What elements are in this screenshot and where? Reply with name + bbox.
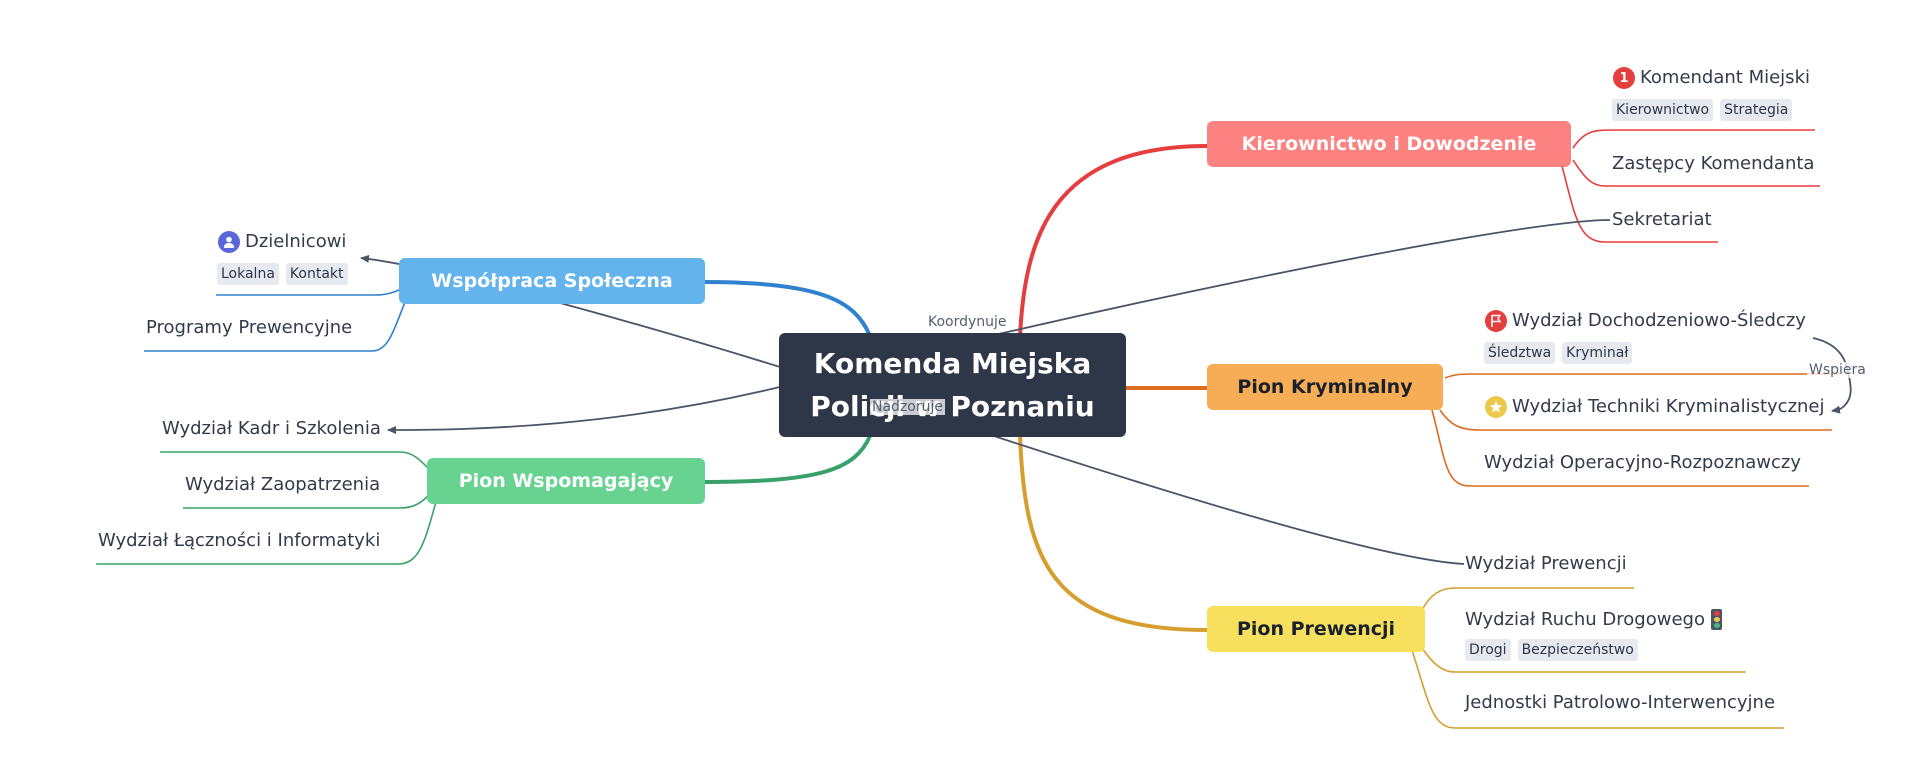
leaf-wydzial-zaopatrzenia[interactable]: Wydział Zaopatrzenia (185, 474, 381, 495)
flag-icon (1485, 310, 1507, 332)
leaf-sekretariat[interactable]: Sekretariat (1612, 209, 1712, 230)
root-node[interactable]: Komenda Miejska Policji w Poznaniu (779, 333, 1126, 437)
branch-node-prewencji[interactable]: Pion Prewencji (1207, 606, 1425, 652)
priority-1-icon: 1 (1613, 67, 1635, 89)
leaf-dzielnicowi[interactable]: Dzielnicowi (245, 231, 347, 252)
leaf-line-programy (144, 299, 407, 352)
branch-node-kryminalny[interactable]: Pion Kryminalny (1207, 364, 1443, 410)
leaf-line-sekretariat (1561, 165, 1718, 243)
relation-line-wspiera (1812, 337, 1852, 414)
leaf-jednostki-patrolowo-interwencyjne[interactable]: Jednostki Patrolowo-Interwencyjne (1465, 692, 1776, 713)
leaf-wydzial-operacyjno-rozpoznawczy[interactable]: Wydział Operacyjno-Rozpoznawczy (1484, 452, 1801, 473)
leaf-wydzial-prewencji[interactable]: Wydział Prewencji (1465, 553, 1627, 574)
leaf-line-patrolowo (1411, 649, 1784, 729)
leaf-wydzial-techniki-kryminalistycznej[interactable]: Wydział Techniki Kryminalistycznej (1512, 396, 1825, 417)
leaf-line-kadr (160, 451, 431, 471)
leaf-line-zastepcy (1572, 159, 1820, 187)
tags-dochodzeniowo-sledczy: Śledztwa Kryminał (1484, 342, 1633, 364)
tag: Bezpieczeństwo (1517, 639, 1638, 661)
branch-node-wspolpraca[interactable]: Współpraca Społeczna (399, 258, 705, 304)
leaf-wydzial-kadr-i-szkolenia[interactable]: Wydział Kadr i Szkolenia (162, 418, 381, 439)
branch-node-kierownictwo[interactable]: Kierownictwo i Dowodzenie (1207, 121, 1571, 167)
leaf-line-zaopatrzenia (183, 493, 431, 509)
tag: Strategia (1720, 99, 1793, 121)
leaf-wydzial-lacznosci-i-informatyki[interactable]: Wydział Łączności i Informatyki (98, 530, 381, 551)
person-icon (218, 231, 240, 253)
connector-wspolpraca (702, 280, 872, 337)
connector-kierownictwo (1018, 144, 1208, 337)
leaf-komendant-miejski[interactable]: Komendant Miejski (1640, 67, 1810, 88)
branch-label-prewencji: Pion Prewencji (1236, 618, 1396, 640)
branch-label-kryminalny: Pion Kryminalny (1237, 376, 1413, 398)
tags-dzielnicowi: Lokalna Kontakt (217, 263, 348, 285)
branch-label-wspomagajacy: Pion Wspomagający (458, 470, 674, 492)
leaf-line-dzielnicowi (216, 287, 404, 296)
tags-ruchu-drogowego: Drogi Bezpieczeństwo (1465, 639, 1638, 661)
tag: Śledztwa (1484, 342, 1556, 364)
relation-label-koordynuje: Koordynuje (926, 314, 1009, 330)
tag: Drogi (1465, 639, 1511, 661)
tags-komendant-miejski: Kierownictwo Strategia (1612, 99, 1793, 121)
tag: Kontakt (285, 263, 348, 285)
connector-wspomagajacy (702, 435, 872, 484)
leaf-line-lacznosci (96, 501, 437, 565)
leaf-wydzial-dochodzeniowo-sledczy[interactable]: Wydział Dochodzeniowo-Śledczy (1512, 310, 1806, 331)
tag: Kryminał (1562, 342, 1633, 364)
leaf-zastepcy-komendanta[interactable]: Zastępcy Komendanta (1612, 153, 1815, 174)
leaf-line-techniki (1439, 409, 1832, 431)
tag: Lokalna (217, 263, 279, 285)
branch-label-kierownictwo: Kierownictwo i Dowodzenie (1241, 133, 1537, 155)
relation-label-wspiera: Wspiera (1807, 362, 1868, 378)
traffic-light-icon (1711, 609, 1722, 630)
connector-prewencji (1018, 435, 1208, 632)
relation-label-nadzoruje: Nadzoruje (870, 399, 945, 415)
leaf-programy-prewencyjne[interactable]: Programy Prewencyjne (146, 317, 353, 338)
leaf-line-prewencji (1421, 587, 1634, 611)
branch-node-wspomagajacy[interactable]: Pion Wspomagający (427, 458, 705, 504)
star-icon (1485, 396, 1507, 418)
branch-label-wspolpraca: Współpraca Społeczna (431, 270, 673, 292)
tag: Kierownictwo (1612, 99, 1714, 121)
leaf-line-komendant (1572, 129, 1815, 149)
leaf-line-operacyjny (1431, 409, 1809, 487)
leaf-wydzial-ruchu-drogowego[interactable]: Wydział Ruchu Drogowego (1465, 609, 1705, 630)
leaf-line-dochodzeniowy (1444, 373, 1840, 379)
root-node-label: Komenda Miejska Policji w Poznaniu (810, 347, 1095, 423)
